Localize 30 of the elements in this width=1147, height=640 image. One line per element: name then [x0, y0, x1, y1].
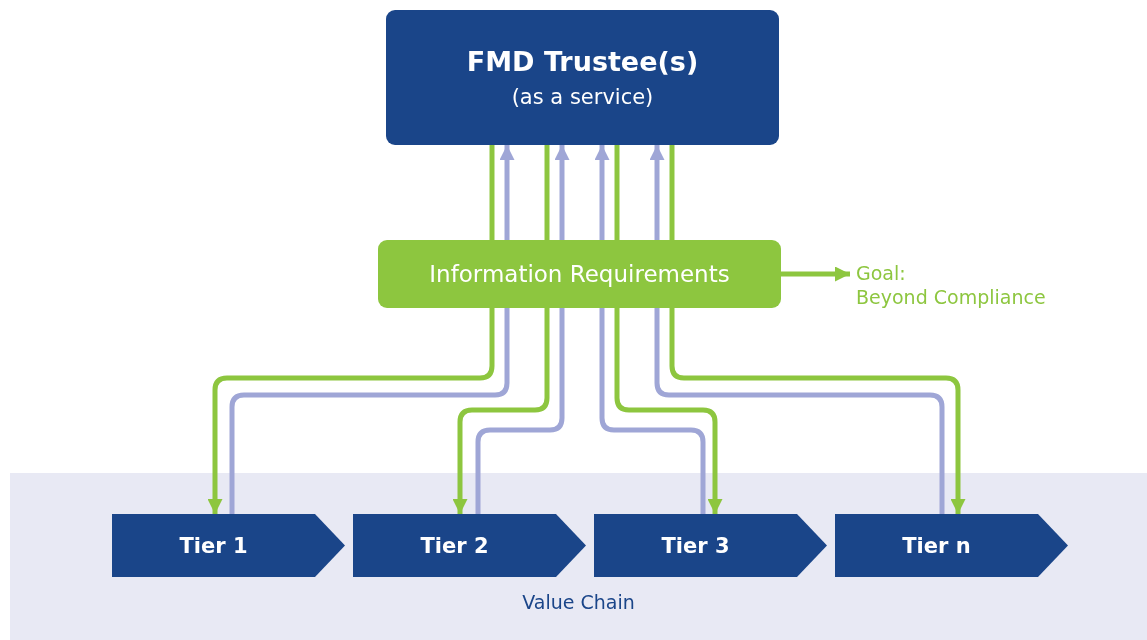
band-label: Value Chain — [521, 591, 636, 613]
box-subtitle: (as a service) — [511, 85, 654, 109]
arrow — [452, 308, 550, 514]
process-step — [112, 514, 345, 577]
requirements-box — [378, 240, 781, 308]
box-title: FMD Trustee(s) — [466, 46, 699, 77]
arrow — [781, 266, 850, 282]
goal-note: Beyond Compliance — [856, 285, 1047, 310]
box-label: Information Requirements — [429, 261, 730, 287]
process-step — [353, 514, 586, 577]
tier-label: Tier 2 — [420, 533, 489, 558]
connector-line — [599, 308, 706, 514]
tier-label: Tier 1 — [179, 533, 248, 558]
arrow — [594, 145, 610, 240]
arrow — [649, 145, 665, 240]
arrow — [614, 308, 723, 514]
connector-line — [475, 308, 565, 514]
arrow — [554, 145, 570, 240]
process-step — [594, 514, 827, 577]
goal-note: Goal: — [856, 262, 907, 286]
trustee-box — [386, 10, 779, 145]
arrow — [499, 145, 515, 240]
connector-line — [489, 145, 495, 240]
tier-label: Tier n — [902, 533, 971, 558]
connector-line — [669, 145, 675, 240]
tier-label: Tier 3 — [661, 533, 730, 558]
connector-line — [544, 145, 550, 240]
process-step — [835, 514, 1068, 577]
value-chain-band — [10, 473, 1147, 640]
connector-line — [614, 145, 620, 240]
